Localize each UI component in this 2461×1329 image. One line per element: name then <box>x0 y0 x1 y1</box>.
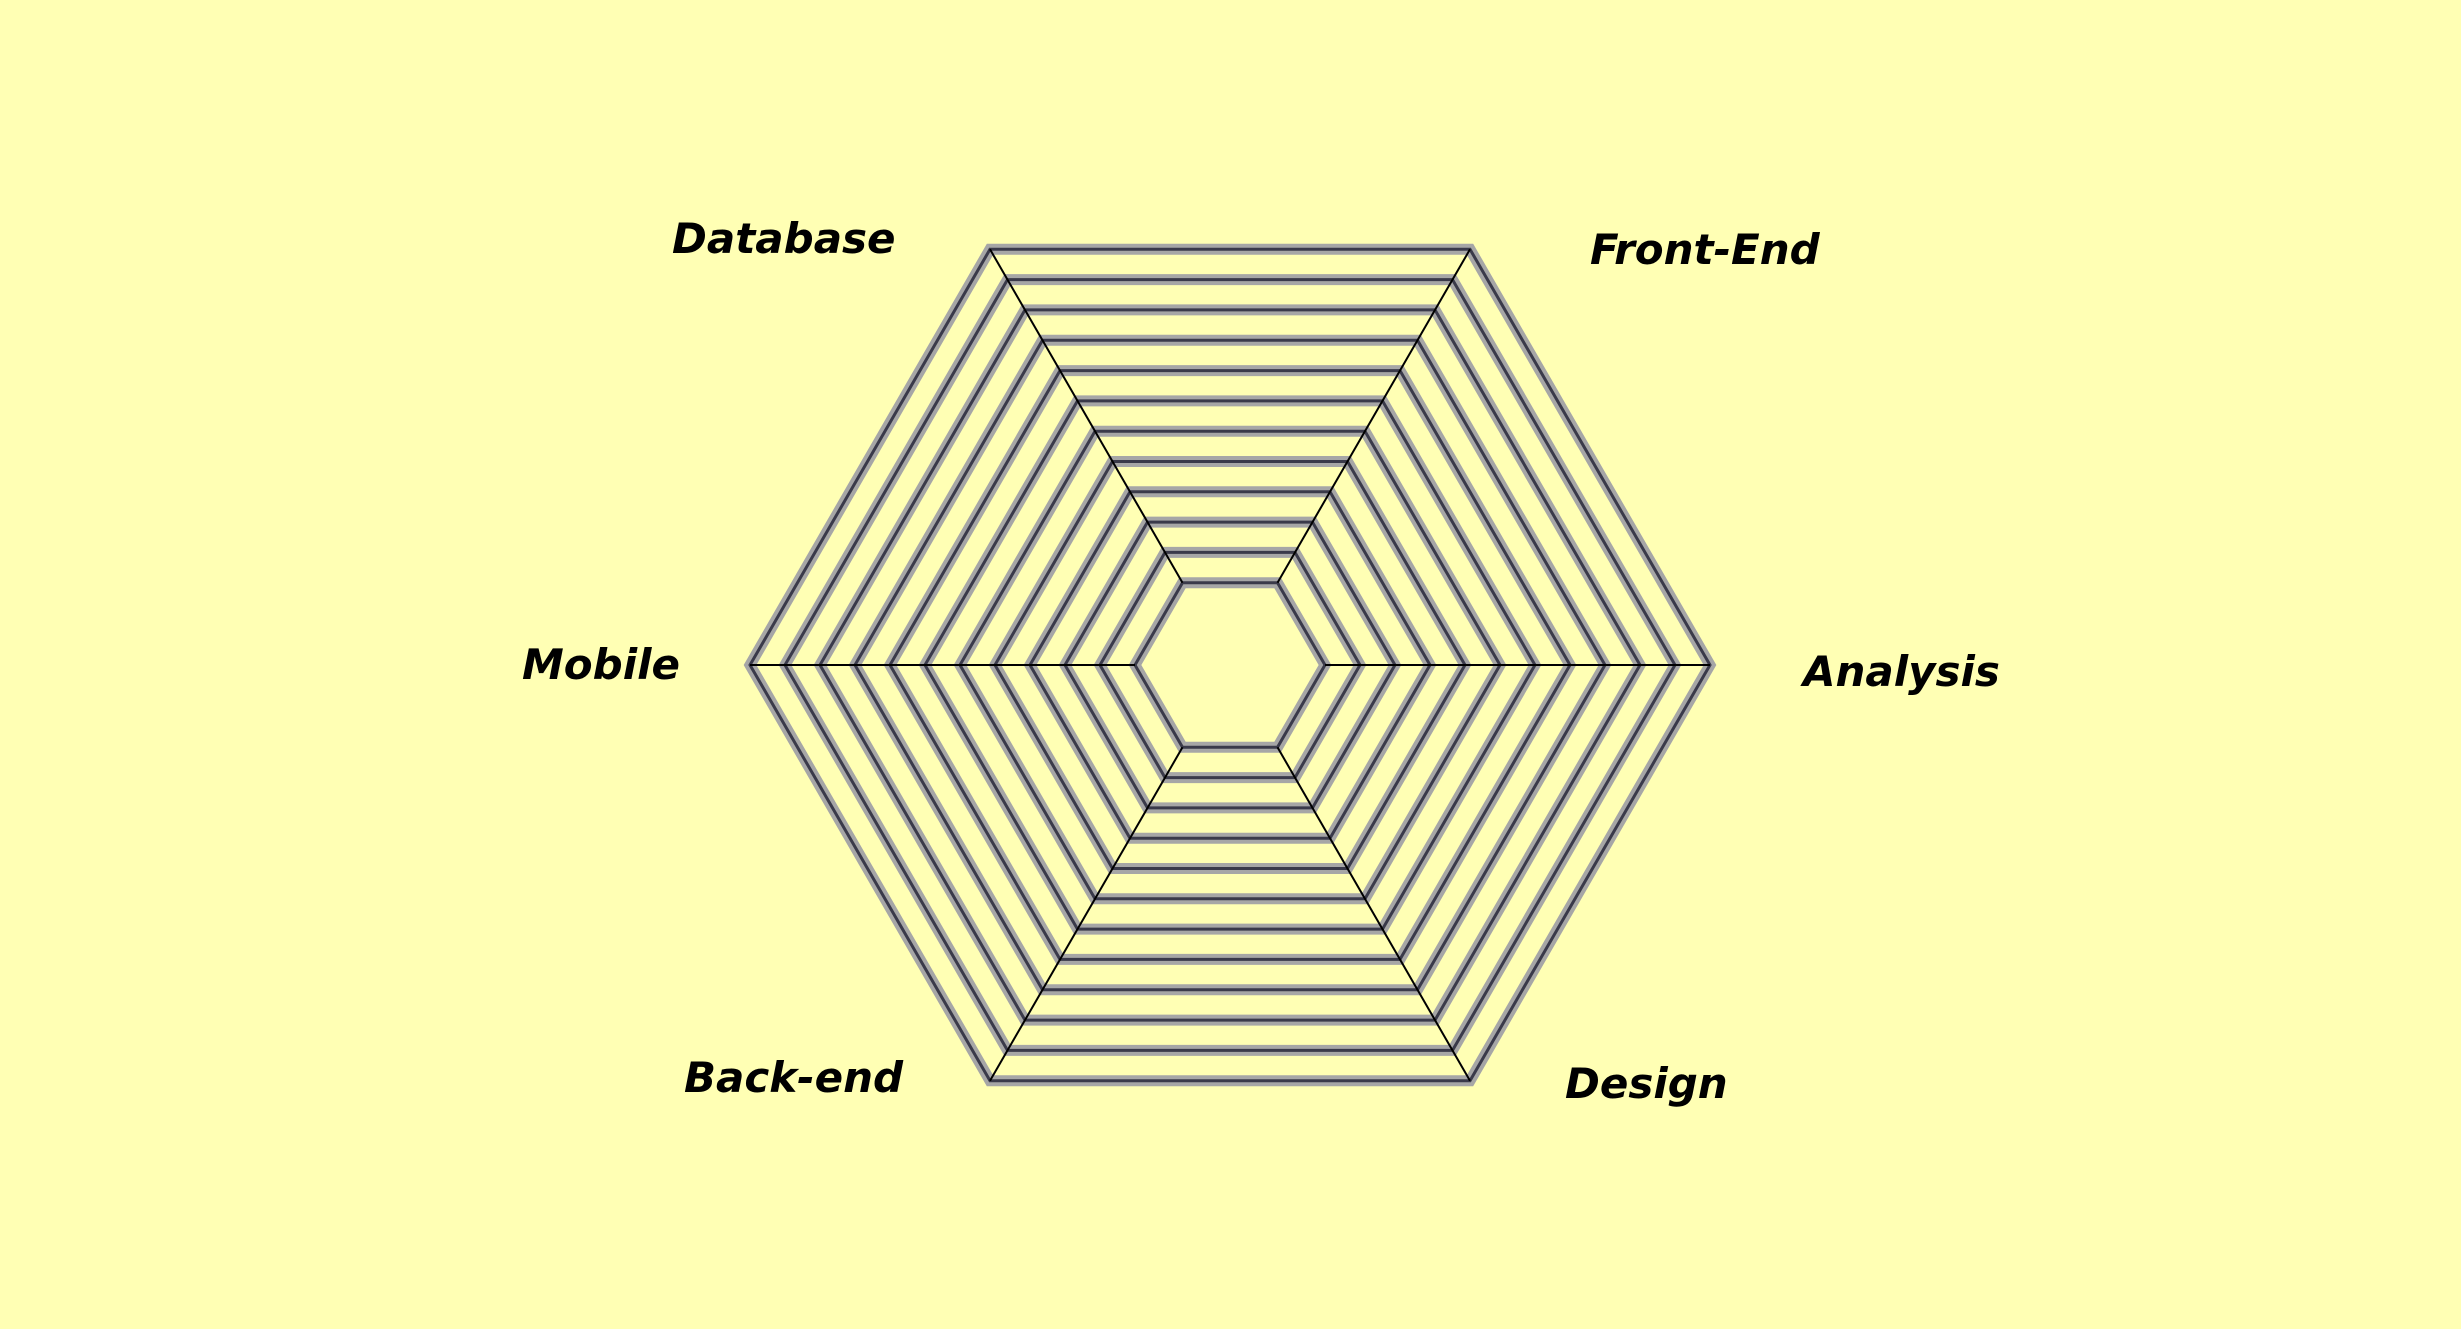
radar-spoke-design <box>1276 746 1471 1082</box>
radar-ring <box>1128 577 1332 753</box>
radar-spoke-back-end <box>989 746 1184 1082</box>
radar-spoke-front-end <box>1276 248 1471 584</box>
axis-label-back-end: Back-end <box>684 1053 904 1102</box>
axis-label-analysis: Analysis <box>1803 647 2000 696</box>
axis-label-mobile: Mobile <box>522 640 680 689</box>
radar-spoke-database <box>989 248 1184 584</box>
axis-label-front-end: Front-End <box>1590 225 1820 274</box>
axis-label-database: Database <box>672 214 896 263</box>
axis-label-design: Design <box>1565 1059 1728 1108</box>
radar-spokes <box>750 248 1710 1082</box>
